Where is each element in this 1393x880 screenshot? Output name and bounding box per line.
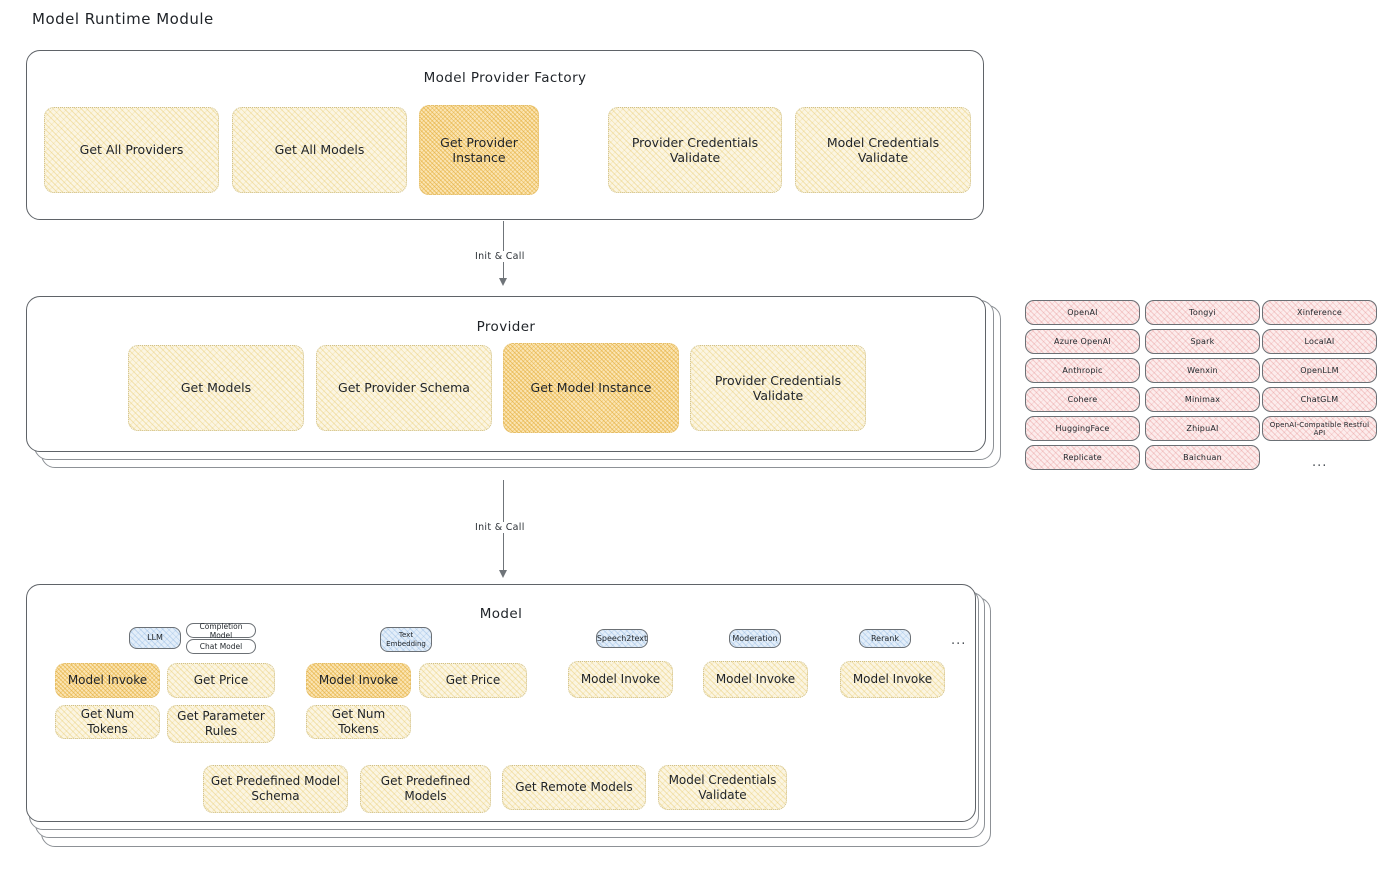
arrow-factory-to-provider-head [499, 278, 507, 286]
model-subtype-badge-chat-model[interactable]: Chat Model [186, 639, 256, 654]
text-embedding-method-get-price[interactable]: Get Price [419, 663, 527, 698]
factory-node-get-provider-instance[interactable]: Get Provider Instance [419, 105, 539, 195]
provider-pill-minimax[interactable]: Minimax [1145, 387, 1260, 412]
provider-pill-spark[interactable]: Spark [1145, 329, 1260, 354]
arrow-provider-to-model-label: Init & Call [471, 522, 529, 533]
model-label: Model [479, 606, 523, 622]
provider-pill-xinference[interactable]: Xinference [1262, 300, 1377, 325]
provider-node-get-provider-schema[interactable]: Get Provider Schema [316, 345, 492, 431]
page-title: Model Runtime Module [32, 10, 214, 28]
model-common-method-model-credentials-validate[interactable]: Model Credentials Validate [658, 765, 787, 810]
factory-node-model-credentials-validate[interactable]: Model Credentials Validate [795, 107, 971, 193]
provider-pill-openai[interactable]: OpenAI [1025, 300, 1140, 325]
model-common-method-get-remote-models[interactable]: Get Remote Models [502, 765, 646, 810]
factory-node-provider-credentials-validate[interactable]: Provider Credentials Validate [608, 107, 782, 193]
arrow-provider-to-model-head [499, 570, 507, 578]
provider-pill-openllm[interactable]: OpenLLM [1262, 358, 1377, 383]
provider-node-get-model-instance[interactable]: Get Model Instance [503, 343, 679, 433]
factory-node-get-all-models[interactable]: Get All Models [232, 107, 407, 193]
provider-node-provider-credentials-validate[interactable]: Provider Credentials Validate [690, 345, 866, 431]
model-types-more-ellipsis: ... [951, 633, 967, 648]
provider-list-more-ellipsis: ... [1312, 455, 1328, 470]
model-card: Model [26, 584, 976, 822]
provider-pill-anthropic[interactable]: Anthropic [1025, 358, 1140, 383]
text-embedding-method-get-num-tokens[interactable]: Get Num Tokens [306, 705, 411, 739]
provider-pill-azure-openai[interactable]: Azure OpenAI [1025, 329, 1140, 354]
rerank-method-model-invoke[interactable]: Model Invoke [840, 661, 945, 698]
model-type-pill-moderation[interactable]: Moderation [729, 629, 781, 648]
model-type-pill-llm[interactable]: LLM [129, 627, 181, 649]
speech2text-method-model-invoke[interactable]: Model Invoke [568, 661, 673, 698]
provider-pill-tongyi[interactable]: Tongyi [1145, 300, 1260, 325]
text-embedding-method-model-invoke[interactable]: Model Invoke [306, 663, 411, 698]
model-type-pill-text-embedding[interactable]: Text Embedding [380, 627, 432, 652]
provider-label: Provider [476, 319, 536, 335]
provider-node-get-models[interactable]: Get Models [128, 345, 304, 431]
arrow-factory-to-provider-label: Init & Call [471, 251, 529, 262]
moderation-method-model-invoke[interactable]: Model Invoke [703, 661, 808, 698]
provider-pill-cohere[interactable]: Cohere [1025, 387, 1140, 412]
llm-method-model-invoke[interactable]: Model Invoke [55, 663, 160, 698]
provider-pill-localai[interactable]: LocalAI [1262, 329, 1377, 354]
provider-pill-wenxin[interactable]: Wenxin [1145, 358, 1260, 383]
provider-pill-replicate[interactable]: Replicate [1025, 445, 1140, 470]
factory-node-get-all-providers[interactable]: Get All Providers [44, 107, 219, 193]
model-type-pill-rerank[interactable]: Rerank [859, 629, 911, 648]
llm-method-get-price[interactable]: Get Price [167, 663, 275, 698]
llm-method-get-num-tokens[interactable]: Get Num Tokens [55, 705, 160, 739]
model-type-pill-speech2text[interactable]: Speech2text [596, 629, 648, 648]
provider-pill-zhipuai[interactable]: ZhipuAI [1145, 416, 1260, 441]
model-common-method-get-predefined-models[interactable]: Get Predefined Models [360, 765, 491, 813]
provider-pill-baichuan[interactable]: Baichuan [1145, 445, 1260, 470]
model-common-method-get-predefined-model-schema[interactable]: Get Predefined Model Schema [203, 765, 348, 813]
model-provider-factory-label: Model Provider Factory [423, 70, 587, 86]
provider-pill-chatglm[interactable]: ChatGLM [1262, 387, 1377, 412]
provider-pill-huggingface[interactable]: HuggingFace [1025, 416, 1140, 441]
llm-method-get-parameter-rules[interactable]: Get Parameter Rules [167, 705, 275, 743]
provider-pill-openai-compatible-restful-api[interactable]: OpenAI-Compatible Restful API [1262, 416, 1377, 441]
model-subtype-badge-completion-model[interactable]: Completion Model [186, 622, 256, 640]
